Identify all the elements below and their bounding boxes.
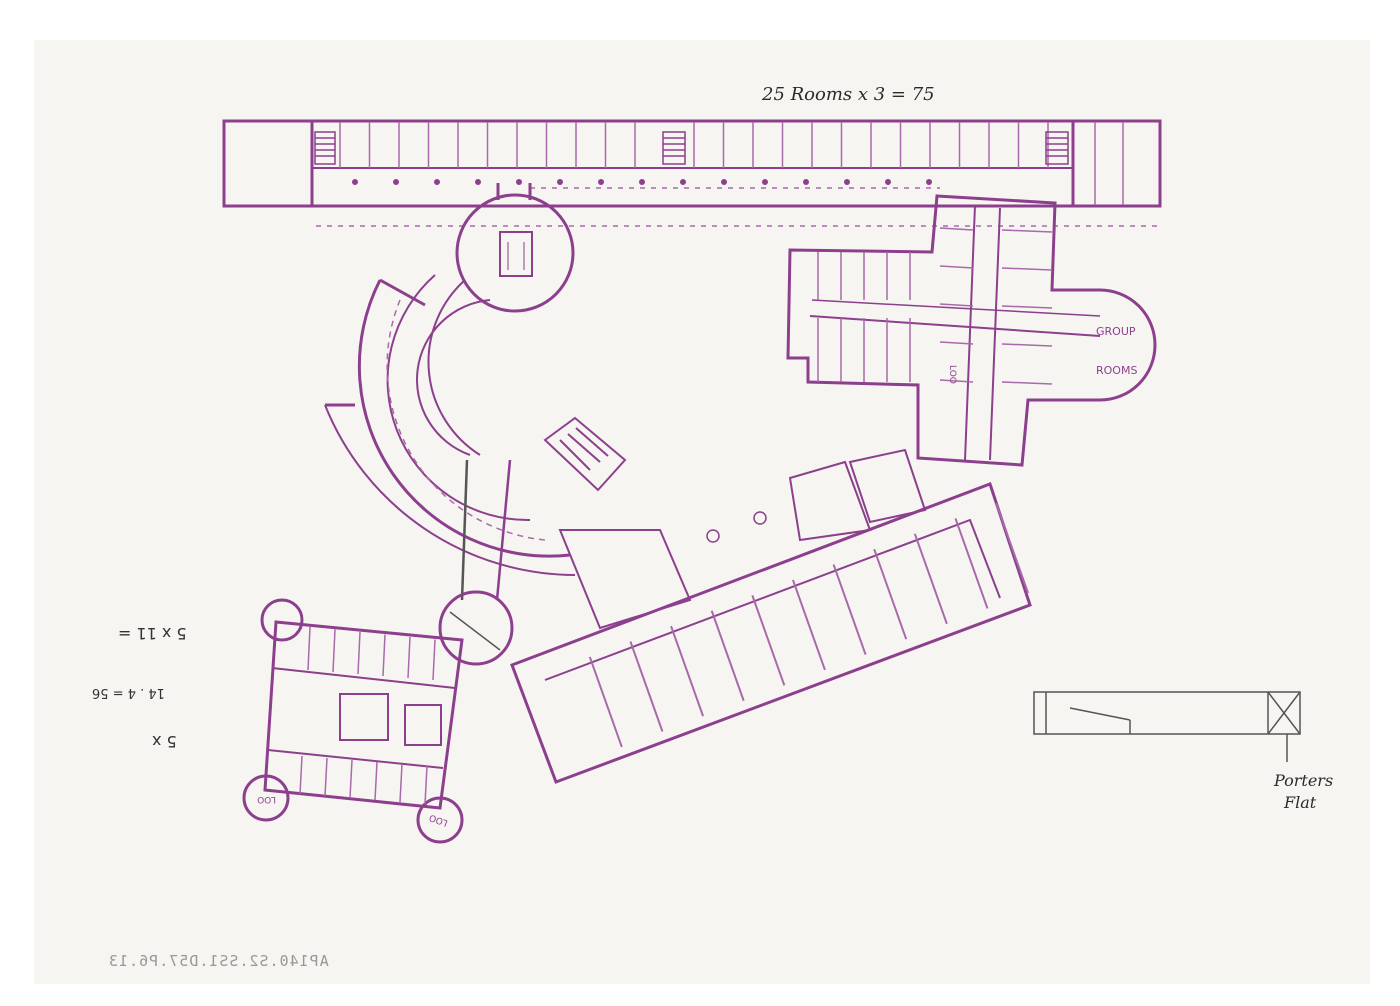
- column-dot: [434, 179, 440, 185]
- room-partition: [995, 502, 1030, 594]
- room-partition: [873, 548, 908, 640]
- room-partition: [939, 379, 974, 383]
- column-dot: [762, 179, 768, 185]
- flat-label: Flat: [1283, 793, 1317, 812]
- column-dot: [352, 179, 358, 185]
- column-dot: [885, 179, 891, 185]
- room-partition: [939, 303, 974, 307]
- round-stair-tower: [455, 183, 575, 313]
- column-dot: [639, 179, 645, 185]
- skewed-block-cells: [588, 502, 1030, 748]
- stair-top-right: [1045, 131, 1069, 165]
- room-partition: [710, 610, 745, 702]
- column-dots: [352, 179, 932, 185]
- room-partition: [939, 341, 974, 345]
- room-partition: [939, 265, 974, 269]
- room-partition: [357, 631, 361, 675]
- column-dot: [844, 179, 850, 185]
- curved-wing-inner-dashes: [386, 299, 546, 541]
- corridor-connector: [460, 459, 512, 601]
- stair-top-mid: [662, 131, 686, 165]
- group-label: GROUP: [1096, 325, 1136, 338]
- room-partition: [299, 755, 303, 795]
- room-partition: [407, 636, 411, 679]
- room-partition: [382, 634, 386, 677]
- column-dot: [803, 179, 809, 185]
- small-fixtures: [706, 511, 767, 543]
- room-partition: [349, 759, 353, 799]
- skewed-lower-block: [510, 482, 1032, 784]
- rooms-label: ROOMS: [1096, 364, 1137, 377]
- room-partition: [424, 765, 428, 805]
- top-room-block: [222, 119, 1162, 208]
- room-partition: [751, 595, 786, 686]
- room-partition: [399, 763, 403, 803]
- room-partition: [307, 626, 311, 671]
- left-block-cells: [299, 626, 436, 805]
- calc-note-1: 5 x 11 =: [118, 624, 187, 643]
- room-partition: [324, 757, 328, 797]
- skewed-block-annex: [558, 448, 927, 630]
- room-partition: [432, 639, 436, 681]
- room-count-note: 25 Rooms x 3 = 75: [761, 84, 935, 105]
- room-partition: [1001, 343, 1053, 347]
- arc-end-stair: [543, 416, 627, 492]
- column-dot: [516, 179, 522, 185]
- catalog-number: AP140.S2.SS1.D57.P6.13: [108, 952, 329, 970]
- room-partition: [374, 761, 378, 801]
- column-dot: [926, 179, 932, 185]
- loo-label-right: LOO: [428, 812, 449, 828]
- room-partition: [954, 518, 989, 609]
- room-partition: [1001, 381, 1053, 385]
- curved-wing: [324, 274, 576, 576]
- room-partition: [792, 579, 826, 671]
- cross-block-cells: [817, 227, 1053, 385]
- column-dot: [598, 179, 604, 185]
- drawing-sheet: [34, 40, 1370, 984]
- porters-label: Porters: [1273, 771, 1333, 790]
- top-corridor-dashes: [316, 187, 1160, 227]
- top-room-cells: [339, 122, 1124, 205]
- room-partition: [1001, 267, 1053, 271]
- room-partition: [939, 227, 974, 231]
- calc-note-3: 5 x: [152, 732, 177, 751]
- column-dot: [475, 179, 481, 185]
- room-partition: [332, 629, 336, 673]
- room-partition: [1001, 229, 1053, 233]
- loo-label-left: LOO: [257, 794, 276, 804]
- left-lower-block: [242, 598, 464, 844]
- loo-label-cross: LOO: [947, 365, 957, 384]
- room-partition: [588, 656, 623, 748]
- room-partition: [670, 625, 705, 717]
- column-dot: [721, 179, 727, 185]
- room-partition: [913, 533, 948, 625]
- room-partition: [1001, 305, 1053, 309]
- column-dot: [393, 179, 399, 185]
- cross-block: [786, 194, 1157, 467]
- stair-top-left: [314, 131, 336, 165]
- porters-flat-sketch: [1033, 691, 1301, 762]
- room-partition: [629, 641, 664, 732]
- column-dot: [680, 179, 686, 185]
- lower-round-tower: [438, 590, 514, 666]
- room-partition: [832, 564, 867, 655]
- column-dot: [557, 179, 563, 185]
- calc-note-2: 14 . 4 = 56: [92, 685, 165, 700]
